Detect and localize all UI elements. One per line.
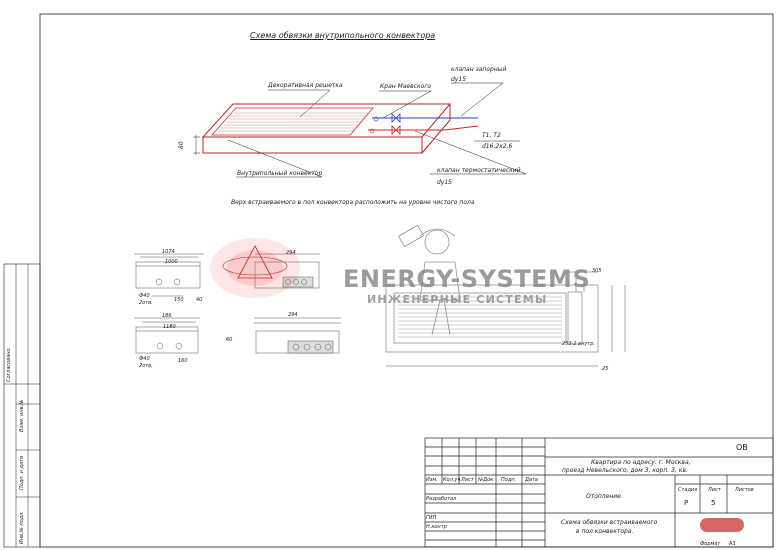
- format-label: Формат: [700, 541, 721, 547]
- scheme-title: Схема обвязки внутрипольного конвектора: [250, 31, 436, 40]
- mayevsky-label: Кран Маевского: [380, 83, 432, 90]
- dim-label: 1180: [163, 324, 176, 330]
- dim-label: 40: [196, 297, 203, 303]
- dim-label: Ф40: [139, 293, 150, 299]
- header-sign: Подп.: [501, 477, 517, 483]
- header-kolich: Кол.уч.: [443, 477, 462, 483]
- t1t2-label: T1, T2: [482, 132, 501, 139]
- drawing-title-line2: в пол конвектора.: [576, 528, 634, 535]
- stamp-sign-date: Подп. и дата: [19, 455, 25, 490]
- sheets-label: Листов: [735, 487, 754, 493]
- role-gip: ГИП: [426, 515, 437, 521]
- dim-label: Ф40: [139, 356, 150, 362]
- stamp-replaced-inv: Взам. инв.№: [19, 399, 25, 432]
- isometric-scheme: 80: [178, 82, 527, 178]
- role-normcontrol: Н.контр: [426, 524, 447, 530]
- stage-label: Стадия: [678, 487, 698, 493]
- watermark-glow: [210, 238, 300, 298]
- height-dim-label: 80: [178, 141, 185, 149]
- dim-label: 2отв.: [139, 363, 153, 369]
- dim-label: 305: [592, 268, 602, 274]
- dim-label: 150: [174, 297, 184, 303]
- thermo-dy-label: dy15: [437, 179, 452, 186]
- watermark-title: ENERGY-SYSTEMS: [343, 265, 591, 293]
- dim-label: 2отв.: [139, 300, 153, 306]
- dim-label: 253-2 внутр.: [562, 341, 595, 347]
- stage-value: Р: [684, 499, 689, 507]
- dim-label: 1074: [162, 249, 175, 255]
- header-izm: Изм.: [426, 477, 438, 483]
- dim-label: 60: [226, 337, 233, 343]
- floor-level-note: Верх встраиваемого в пол конвектора расп…: [231, 199, 475, 206]
- dim-label: 25: [602, 366, 609, 372]
- shutoff-valve-label: клапан запорный: [451, 66, 507, 73]
- pipe-label: d16,2x2,6: [482, 143, 513, 150]
- sheet-value: 5: [711, 499, 716, 507]
- dim-label: 1000: [165, 259, 178, 265]
- doc-code: ОВ: [736, 443, 748, 452]
- header-date: Дата: [525, 477, 538, 483]
- section-name: Отопление.: [586, 493, 623, 500]
- shutoff-dy-label: dy15: [451, 76, 466, 83]
- header-list: Лист: [461, 477, 474, 483]
- watermark-subtitle: ИНЖЕНЕРНЫЕ СИСТЕМЫ: [367, 293, 548, 306]
- convector-label: Внутрипольный конвектор: [237, 170, 323, 177]
- sheet-label: Лист: [708, 487, 721, 493]
- dim-label: 294: [286, 250, 296, 256]
- address-line1: Квартира по адресу: г. Москва,: [591, 459, 691, 466]
- dim-label: 294: [288, 312, 298, 318]
- header-doc: №Док.: [478, 477, 495, 483]
- dim-label: 186: [162, 313, 172, 319]
- drawing-title-line1: Схема обвязки встраиваемого: [561, 519, 658, 526]
- thermo-valve-label: клапан термостатический: [437, 167, 521, 174]
- address-line2: проезд Невельского, дом 3, корп. 3, кв.: [562, 467, 688, 474]
- dim-label: 160: [178, 358, 188, 364]
- company-logo-icon: [700, 518, 744, 532]
- convector-views: [134, 253, 626, 367]
- title-block: [424, 437, 774, 548]
- format-value: A3: [729, 541, 736, 547]
- stamp-agreed: Согласовано: [6, 348, 12, 382]
- engineer-logo-icon: [397, 224, 461, 336]
- role-developer: Разработал: [426, 496, 457, 502]
- grille-label: Декоративная решетка: [268, 82, 343, 89]
- stamp-inv-original: Инв.№ подл.: [19, 511, 25, 544]
